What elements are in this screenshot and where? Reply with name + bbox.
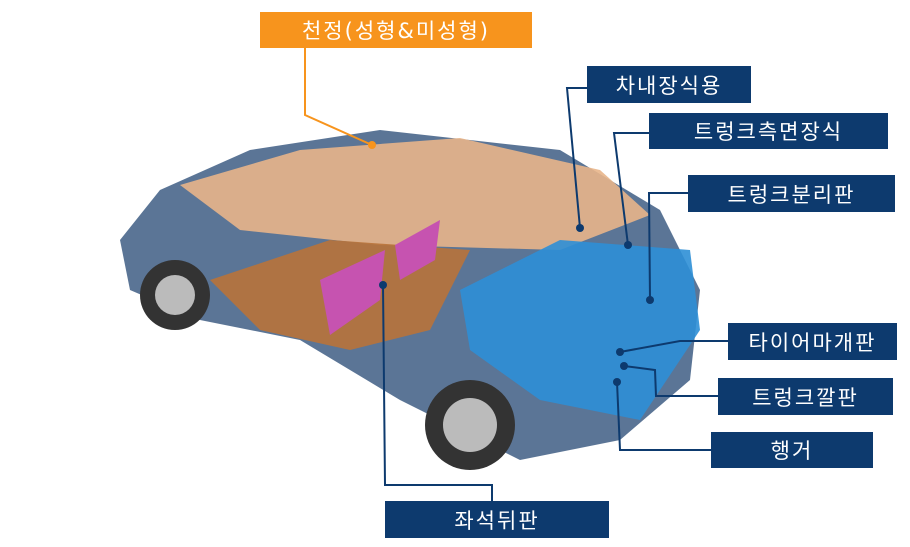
label-tire-cover: 타이어마개판 <box>728 323 897 360</box>
label-trunk-mat: 트렁크깔판 <box>718 378 893 415</box>
label-hanger: 행거 <box>711 432 873 468</box>
car-roof <box>180 138 650 250</box>
label-ceiling: 천정(성형&미성형) <box>260 12 532 48</box>
leader-lines <box>304 48 728 501</box>
leader-dots <box>368 141 654 386</box>
label-interior-trim: 차내장식용 <box>587 66 751 103</box>
seat-back-right <box>395 220 440 280</box>
trunk-area <box>460 240 700 420</box>
label-trunk-divider: 트렁크분리판 <box>688 175 895 212</box>
seat-back-left <box>320 250 385 335</box>
label-trunk-side-trim: 트렁크측면장식 <box>649 113 888 149</box>
label-seat-back: 좌석뒤판 <box>385 501 609 538</box>
